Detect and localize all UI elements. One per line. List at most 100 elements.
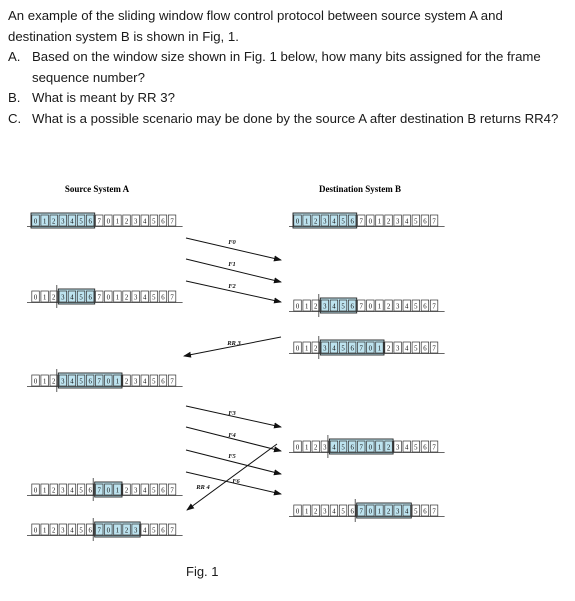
window-box	[356, 502, 412, 519]
seq-cell	[411, 341, 420, 354]
item-label: A.	[8, 49, 21, 65]
window-box	[292, 212, 358, 229]
seq-cell	[76, 374, 86, 387]
seq-cell	[140, 483, 149, 496]
seq-cell	[411, 440, 420, 453]
seq-cell	[429, 440, 439, 453]
seq-cell	[366, 440, 375, 453]
seq-number: 6	[423, 345, 427, 352]
seq-number: 4	[70, 527, 74, 534]
seq-number: 7	[360, 218, 364, 225]
seq-cell	[149, 523, 158, 536]
seq-cell	[320, 299, 329, 312]
arrow-line	[185, 471, 282, 496]
seq-cell	[402, 214, 411, 227]
seq-number: 5	[341, 218, 345, 225]
seq-cell	[357, 504, 366, 517]
seq-cell	[113, 523, 122, 536]
window-box	[94, 521, 141, 538]
seq-number: 7	[432, 218, 436, 225]
seq-cell	[95, 214, 104, 227]
seq-cell	[411, 299, 420, 312]
seq-number: 0	[34, 487, 38, 494]
seq-cell	[311, 341, 320, 354]
seq-cell	[140, 214, 149, 227]
seq-number: 3	[61, 378, 65, 385]
seq-number: 4	[143, 218, 147, 225]
seq-number: 2	[52, 218, 56, 225]
seq-number: 3	[323, 303, 327, 310]
seq-number: 4	[143, 487, 147, 494]
seq-number: 5	[341, 508, 345, 515]
item-text: What is meant by RR 3?	[32, 90, 175, 106]
seq-number: 4	[143, 527, 147, 534]
seq-cell	[338, 440, 348, 453]
seq-cell	[31, 483, 40, 496]
seq-cell	[375, 341, 384, 354]
seq-cell	[86, 483, 95, 496]
seq-number: 2	[387, 444, 391, 451]
frame-label: RR 3	[226, 340, 241, 347]
seq-number: 2	[52, 527, 56, 534]
seq-number: 0	[296, 508, 300, 515]
seq-cell	[311, 504, 320, 517]
seq-cell	[402, 504, 411, 517]
seq-cell	[402, 299, 411, 312]
seq-number: 0	[296, 303, 300, 310]
seq-cell	[384, 341, 393, 354]
seq-number: 6	[161, 487, 165, 494]
seq-number: 2	[314, 303, 318, 310]
seq-number: 2	[52, 294, 56, 301]
seq-cell	[140, 374, 149, 387]
seq-number: 2	[52, 378, 56, 385]
seq-cell	[40, 290, 49, 303]
seq-cell	[338, 341, 348, 354]
window-box	[319, 297, 358, 314]
seq-number: 2	[387, 303, 391, 310]
seq-cell	[329, 214, 339, 227]
seq-number: 0	[369, 218, 373, 225]
window-box	[319, 339, 385, 356]
seq-cell	[293, 214, 302, 227]
seq-cell	[357, 214, 366, 227]
frame-label: F5	[228, 453, 236, 460]
seq-number: 3	[396, 303, 400, 310]
seq-number: 1	[378, 303, 381, 310]
seq-cell	[131, 483, 140, 496]
seq-cell	[122, 214, 131, 227]
seq-number: 0	[34, 527, 38, 534]
seq-cell	[293, 440, 302, 453]
seq-number: 3	[396, 508, 400, 515]
seq-cell	[95, 523, 104, 536]
seq-number: 3	[323, 444, 327, 451]
seq-number: 1	[378, 345, 381, 352]
seq-cell	[67, 483, 77, 496]
seq-number: 0	[296, 444, 300, 451]
seq-cell	[131, 523, 140, 536]
window-box	[328, 438, 394, 455]
seq-number: 7	[98, 527, 102, 534]
frame-label: F2	[228, 283, 236, 290]
seq-cell	[40, 523, 49, 536]
destination-title: Destination System B	[319, 184, 401, 194]
seq-number: 6	[423, 218, 427, 225]
seq-cell	[429, 504, 439, 517]
seq-number: 1	[43, 378, 46, 385]
seq-cell	[302, 504, 311, 517]
seq-number: 3	[323, 345, 327, 352]
seq-cell	[420, 504, 430, 517]
seq-cell	[149, 374, 158, 387]
seq-cell	[329, 504, 339, 517]
seq-cell	[375, 299, 384, 312]
seq-number: 2	[125, 218, 129, 225]
seq-number: 1	[305, 218, 308, 225]
seq-number: 7	[360, 345, 364, 352]
seq-cell	[320, 440, 329, 453]
seq-cell	[49, 214, 58, 227]
seq-number: 4	[332, 303, 336, 310]
seq-number: 2	[387, 508, 391, 515]
seq-cell	[49, 483, 58, 496]
